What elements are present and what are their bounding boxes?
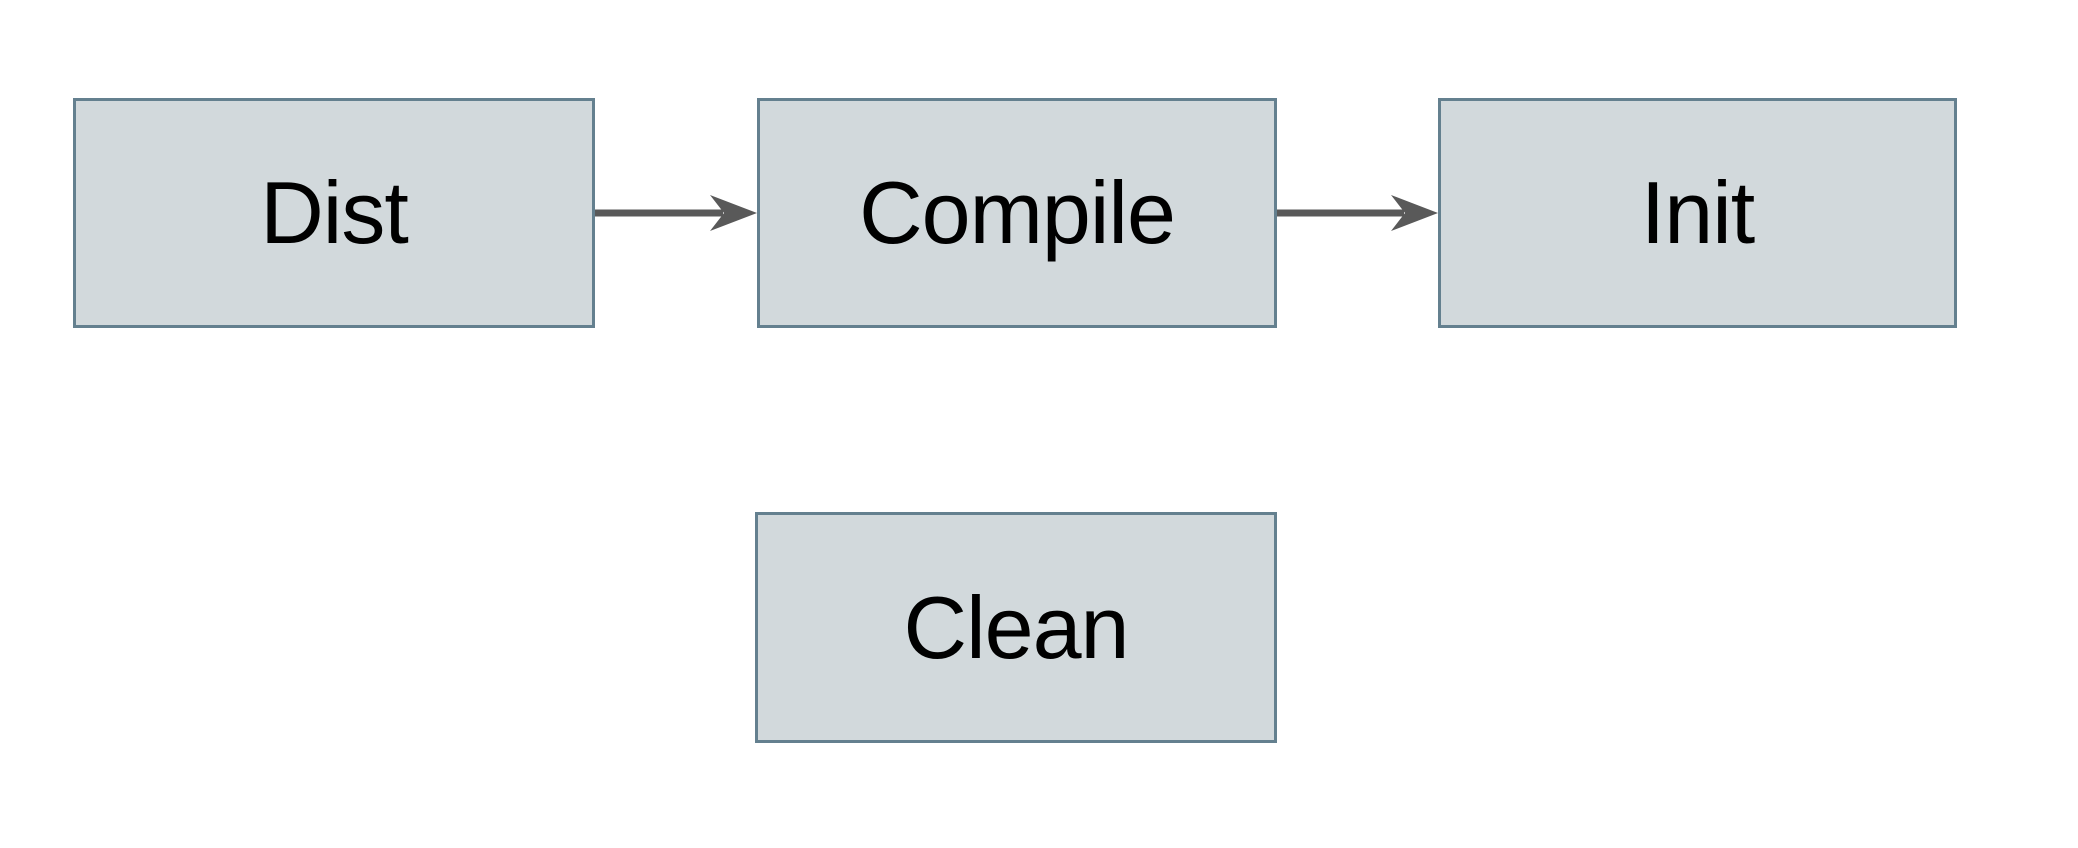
- arrowhead-right-icon: [710, 195, 757, 231]
- node-clean-label: Clean: [903, 577, 1130, 677]
- node-dist[interactable]: Dist: [73, 98, 595, 328]
- node-clean[interactable]: Clean: [755, 512, 1277, 743]
- connector-dist-to-compile[interactable]: [595, 193, 757, 233]
- node-compile-label: Compile: [859, 163, 1176, 262]
- connector-compile-to-init[interactable]: [1277, 193, 1438, 233]
- node-init[interactable]: Init: [1438, 98, 1957, 328]
- node-compile[interactable]: Compile: [757, 98, 1277, 328]
- node-init-label: Init: [1640, 163, 1755, 262]
- node-dist-label: Dist: [260, 163, 409, 262]
- arrowhead-right-icon: [1391, 195, 1438, 231]
